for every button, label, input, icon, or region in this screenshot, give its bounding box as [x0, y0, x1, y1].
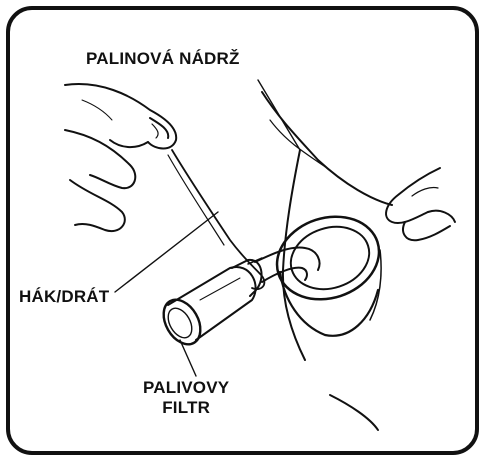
fuel-filter-label-line2: FILTR [143, 398, 229, 418]
hook-wire-label: HÁK/DRÁT [19, 287, 109, 307]
fuel-tank-outline [262, 92, 392, 205]
fuel-line-lower [262, 268, 307, 282]
fuel-line-upper [255, 247, 319, 270]
hook-wire [172, 150, 264, 289]
leader-line-hook [115, 212, 218, 292]
hook-wire-second [168, 155, 224, 245]
fuel-tank-left-edge [283, 150, 305, 360]
left-hand-drawing [65, 84, 176, 231]
fuel-filter-drawing [156, 258, 262, 351]
fuel-tank-label: PALINOVÁ NÁDRŽ [86, 49, 240, 69]
fuel-filter-label: PALIVOVY FILTR [143, 378, 229, 418]
leader-line-tank [258, 80, 300, 150]
fuel-tank-bottom-edge [330, 395, 378, 430]
right-hand-drawing [386, 168, 455, 240]
fuel-filter-label-line1: PALIVOVY [143, 378, 229, 398]
